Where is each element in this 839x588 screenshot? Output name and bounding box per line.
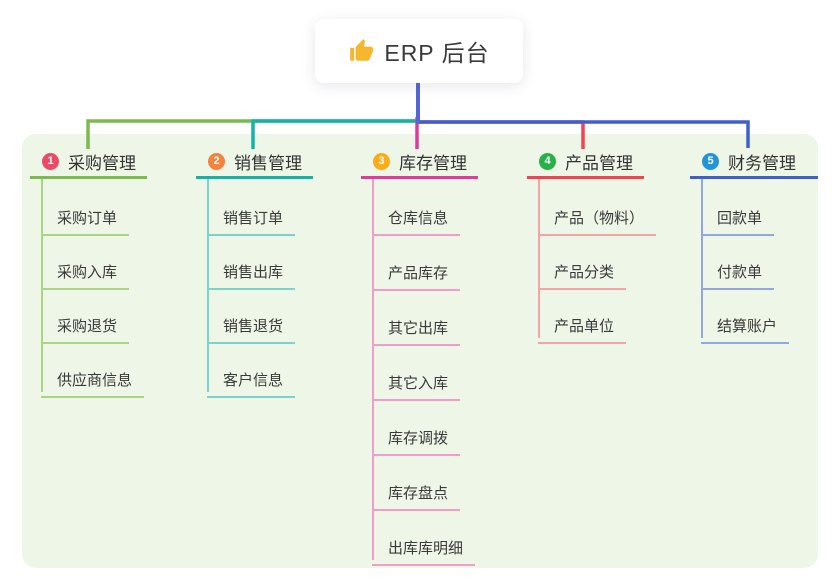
child-node[interactable]: 仓库信息 [372, 196, 461, 236]
child-node[interactable]: 其它入库 [372, 361, 461, 401]
child-label: 库存调拨 [388, 430, 449, 447]
child-label: 结算账户 [717, 318, 778, 335]
child-node[interactable]: 供应商信息 [41, 358, 145, 398]
branch-node-2[interactable]: 2 销售管理 [196, 147, 313, 179]
child-label: 其它出库 [388, 320, 449, 337]
child-label: 付款单 [717, 264, 763, 281]
child-node[interactable]: 库存调拨 [372, 416, 461, 456]
child-node[interactable]: 销售出库 [207, 250, 296, 290]
mindmap-panel [22, 134, 818, 568]
thumbs-up-icon [348, 38, 374, 64]
branch-node-3[interactable]: 3 库存管理 [361, 147, 478, 179]
branch-badge: 3 [373, 153, 390, 170]
child-label: 其它入库 [388, 375, 449, 392]
child-label: 客户信息 [223, 372, 284, 389]
branch-node-4[interactable]: 4 产品管理 [527, 147, 644, 179]
branch-label: 财务管理 [728, 154, 796, 173]
branch-badge: 4 [539, 153, 556, 170]
child-label: 销售出库 [223, 264, 284, 281]
child-node[interactable]: 回款单 [701, 196, 775, 236]
child-node[interactable]: 产品库存 [372, 251, 461, 291]
root-node[interactable]: ERP 后台 [315, 19, 523, 83]
child-label: 采购订单 [57, 210, 118, 227]
child-label: 供应商信息 [57, 372, 133, 389]
child-label: 出库库明细 [388, 540, 464, 557]
child-node[interactable]: 付款单 [701, 250, 775, 290]
branch-spine [41, 179, 43, 392]
branch-node-1[interactable]: 1 采购管理 [30, 147, 147, 179]
branch-label: 库存管理 [399, 154, 467, 173]
branch-badge: 1 [42, 153, 59, 170]
child-node[interactable]: 产品分类 [538, 250, 627, 290]
child-label: 产品分类 [554, 264, 615, 281]
branch-badge: 5 [702, 153, 719, 170]
branch-label: 销售管理 [234, 154, 302, 173]
child-label: 产品（物料） [554, 210, 645, 227]
child-node[interactable]: 采购入库 [41, 250, 130, 290]
branch-spine [701, 179, 703, 338]
child-label: 库存盘点 [388, 485, 449, 502]
child-label: 仓库信息 [388, 210, 449, 227]
child-label: 销售退货 [223, 318, 284, 335]
child-node[interactable]: 客户信息 [207, 358, 296, 398]
child-label: 产品单位 [554, 318, 615, 335]
child-node[interactable]: 产品（物料） [538, 196, 657, 236]
branch-label: 产品管理 [565, 154, 633, 173]
child-label: 销售订单 [223, 210, 284, 227]
child-node[interactable]: 其它出库 [372, 306, 461, 346]
branch-node-5[interactable]: 5 财务管理 [690, 147, 818, 179]
child-node[interactable]: 销售退货 [207, 304, 296, 344]
child-node[interactable]: 结算账户 [701, 304, 790, 344]
child-label: 采购退货 [57, 318, 118, 335]
child-label: 采购入库 [57, 264, 118, 281]
child-node[interactable]: 产品单位 [538, 304, 627, 344]
child-label: 产品库存 [388, 265, 449, 282]
child-node[interactable]: 销售订单 [207, 196, 296, 236]
child-node[interactable]: 库存盘点 [372, 471, 461, 511]
branch-spine [372, 179, 374, 560]
branch-badge: 2 [208, 153, 225, 170]
branch-spine [207, 179, 209, 392]
root-title: ERP 后台 [384, 40, 490, 66]
child-label: 回款单 [717, 210, 763, 227]
child-node[interactable]: 采购退货 [41, 304, 130, 344]
child-node[interactable]: 出库库明细 [372, 526, 476, 566]
branch-label: 采购管理 [68, 154, 136, 173]
branch-spine [538, 179, 540, 338]
child-node[interactable]: 采购订单 [41, 196, 130, 236]
